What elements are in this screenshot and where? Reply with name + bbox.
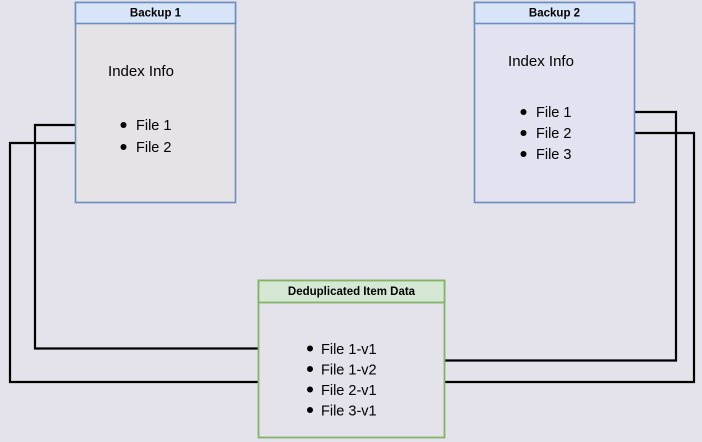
backup2-box-header bbox=[473, 1, 636, 25]
backup2-item-2: File 3 bbox=[536, 147, 571, 163]
bullet-icon bbox=[307, 407, 313, 413]
bullet-icon bbox=[307, 366, 313, 372]
backup1-item-1: File 2 bbox=[136, 140, 171, 156]
backup1-box-body bbox=[74, 1, 237, 204]
connector-line bbox=[8, 141, 293, 384]
dedup-item-2: File 2-v1 bbox=[321, 383, 377, 399]
connector-line bbox=[403, 110, 678, 362]
dedup-box[interactable]: Deduplicated Item Data File 1-v1 File 1-… bbox=[257, 279, 446, 439]
backup2-heading: Index Info bbox=[508, 53, 574, 70]
backup1-heading: Index Info bbox=[108, 63, 174, 80]
bullet-icon bbox=[520, 130, 527, 136]
backup1-item-0: File 1 bbox=[136, 118, 171, 134]
bullet-icon bbox=[520, 151, 527, 157]
bullet-icon bbox=[120, 122, 127, 128]
bullet-icon bbox=[520, 109, 527, 115]
bullet-icon bbox=[120, 144, 127, 150]
backup2-box-body bbox=[473, 1, 636, 204]
dedup-title: Deduplicated Item Data bbox=[288, 286, 416, 298]
backup2-item-0: File 1 bbox=[536, 105, 571, 121]
backup1-box[interactable]: Backup 1 Index Info File 1 File 2 bbox=[74, 1, 237, 204]
backup2-item-1: File 2 bbox=[536, 126, 571, 142]
backup2-box[interactable]: Backup 2 Index Info File 1 File 2 File 3 bbox=[473, 1, 636, 204]
dedup-item-1: File 1-v2 bbox=[321, 363, 377, 379]
dedup-item-3: File 3-v1 bbox=[321, 404, 377, 420]
bullet-icon bbox=[307, 386, 313, 393]
dedup-item-0: File 1-v1 bbox=[321, 342, 377, 358]
connector-line bbox=[403, 131, 696, 384]
backup1-title: Backup 1 bbox=[130, 8, 182, 20]
backup2-title: Backup 2 bbox=[529, 8, 580, 20]
bullet-icon bbox=[307, 345, 313, 352]
dedup-box-header bbox=[257, 279, 446, 304]
dedup-box-body bbox=[257, 279, 446, 439]
backup1-box-header bbox=[74, 1, 237, 25]
